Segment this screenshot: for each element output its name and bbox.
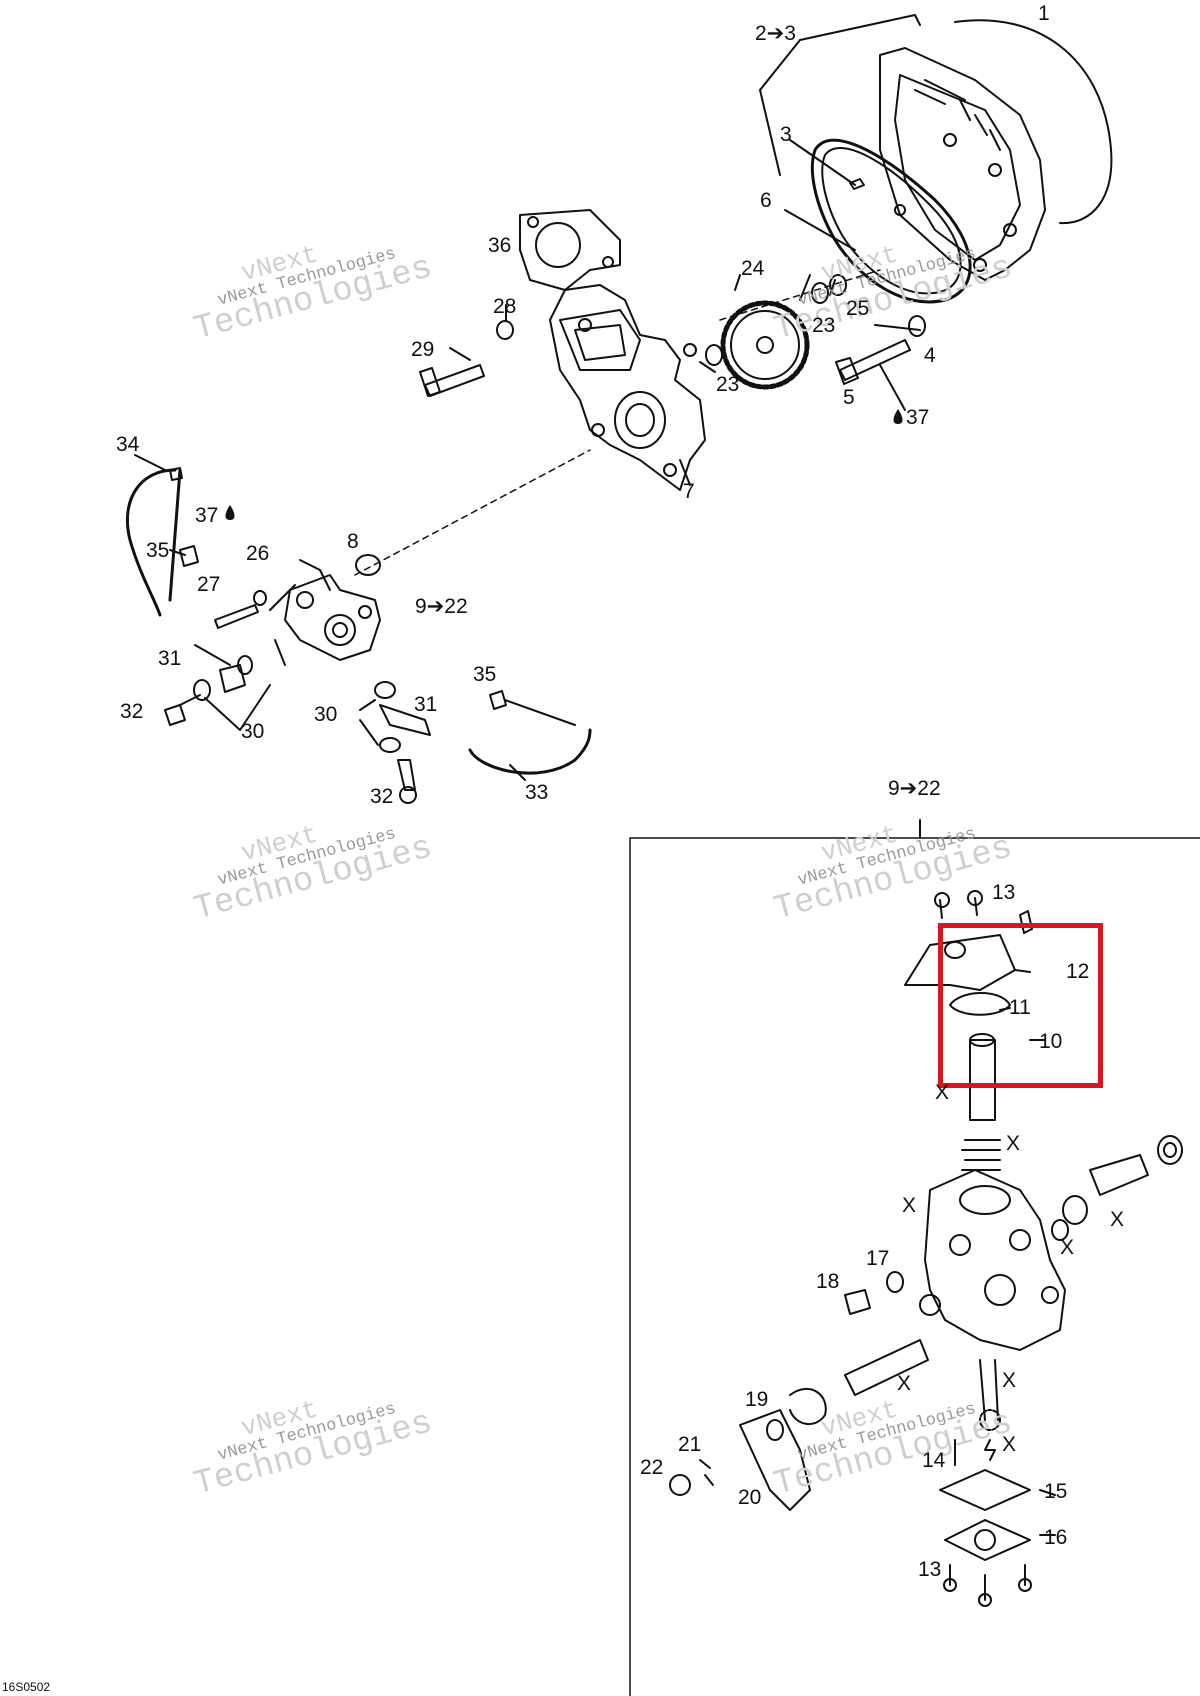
callout-x: X (1002, 1433, 1017, 1456)
callout-18: 18 (816, 1270, 840, 1293)
callout-2-3: 2➔3 (755, 22, 796, 45)
callout-6: 6 (760, 189, 772, 212)
callout-x: X (935, 1081, 950, 1104)
callout-16: 16 (1044, 1526, 1068, 1549)
callout-30: 30 (241, 720, 265, 743)
callout-x: X (1060, 1236, 1075, 1259)
callout-26: 26 (246, 542, 270, 565)
callout-22: 22 (640, 1456, 664, 1479)
callout-34: 34 (116, 433, 140, 456)
callout-x: X (1110, 1208, 1125, 1231)
callout-31: 31 (158, 647, 182, 670)
callout-21: 21 (678, 1433, 702, 1456)
callout-13-b: 13 (918, 1558, 942, 1581)
callout-30-b: 30 (314, 703, 338, 726)
callout-35-b: 35 (473, 663, 497, 686)
callout-35: 35 (146, 539, 170, 562)
callout-32-b: 32 (370, 785, 394, 808)
callout-36: 36 (488, 234, 512, 257)
callout-8: 8 (347, 530, 359, 553)
hose-part-34 (125, 468, 182, 617)
callout-9-22: 9➔22 (415, 595, 468, 618)
callout-14: 14 (922, 1449, 946, 1472)
callout-11: 11 (1009, 996, 1031, 1019)
seal-part-6 (810, 138, 972, 304)
oil-drop-icon (225, 505, 235, 520)
oil-pump-assembly (269, 559, 381, 666)
callout-x: X (1002, 1369, 1017, 1392)
callout-31-b: 31 (414, 693, 438, 716)
drive-gear-part-24 (720, 300, 810, 390)
callout-23-b: 23 (716, 373, 740, 396)
callout-x: X (897, 1372, 912, 1395)
gasket-part-36 (519, 209, 621, 291)
callout-19: 19 (745, 1388, 769, 1411)
callout-13: 13 (992, 881, 1016, 904)
callout-25: 25 (846, 297, 870, 320)
rotary-valve-cover-part-1 (879, 19, 1113, 281)
callout-3: 3 (780, 123, 792, 146)
callout-27: 27 (197, 573, 221, 596)
callout-5: 5 (843, 386, 855, 409)
callout-x: X (1006, 1132, 1021, 1155)
pump-body (919, 1169, 1066, 1351)
callout-37-b: 37 (195, 504, 219, 527)
callout-4: 4 (924, 344, 936, 367)
callout-20: 20 (738, 1486, 762, 1509)
callout-23: 23 (812, 314, 836, 337)
callout-12: 12 (1066, 960, 1090, 983)
pump-housing-part-7 (549, 284, 706, 491)
callout-28: 28 (493, 295, 517, 318)
callout-10: 10 (1039, 1030, 1063, 1053)
callout-32: 32 (120, 700, 144, 723)
callout-33: 33 (525, 781, 549, 804)
callout-7: 7 (683, 480, 695, 503)
diagram-code: 16S0502 (2, 1680, 51, 1694)
callout-x: X (902, 1194, 917, 1217)
callout-37: 37 (906, 406, 930, 429)
callout-15: 15 (1044, 1480, 1068, 1503)
callout-9-22-b: 9➔22 (888, 777, 941, 800)
oil-drop-icon (893, 409, 903, 424)
callout-17: 17 (866, 1247, 890, 1270)
highlight-box (938, 923, 1103, 1088)
callout-29: 29 (411, 338, 435, 361)
callout-24: 24 (741, 257, 765, 280)
callout-1: 1 (1038, 2, 1050, 25)
